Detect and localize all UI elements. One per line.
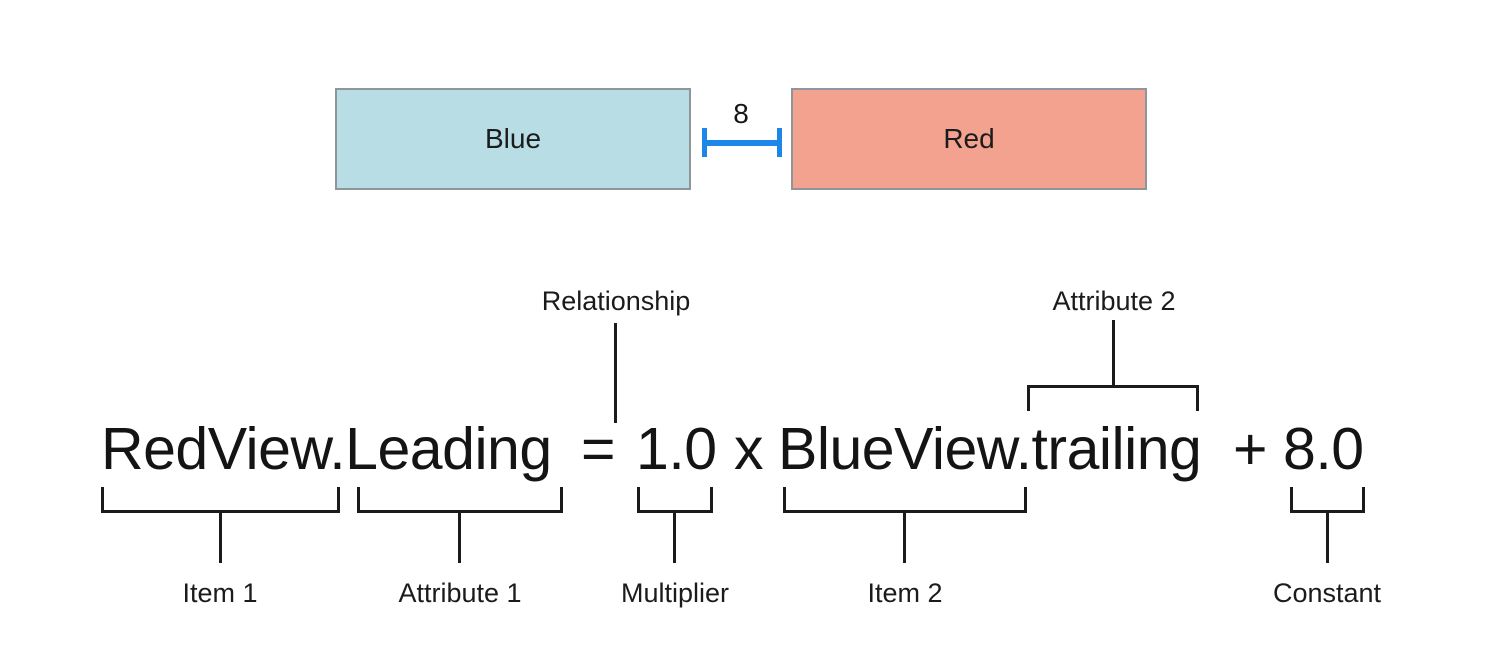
item1-bracket-stem — [219, 511, 222, 563]
constant-label: Constant — [1272, 578, 1382, 608]
equation-relationship: = — [581, 416, 615, 482]
relationship-connector-line — [614, 323, 617, 423]
blue-view-label: Blue — [484, 123, 542, 154]
attribute1-label: Attribute 1 — [398, 578, 522, 608]
multiplier-bracket — [637, 487, 713, 513]
equation-multiplier: 1.0 — [636, 416, 717, 482]
item2-label: Item 2 — [867, 578, 943, 608]
equation-constant: 8.0 — [1283, 416, 1364, 482]
equation-item2-attribute2: BlueView.trailing — [778, 416, 1202, 482]
item2-bracket — [783, 487, 1027, 513]
equation-plus-operator: + — [1233, 416, 1267, 482]
item2-bracket-stem — [903, 511, 906, 563]
item1-bracket — [101, 487, 340, 513]
multiplier-bracket-stem — [673, 511, 676, 563]
attribute2-bracket — [1027, 385, 1199, 411]
red-view-label: Red — [943, 123, 995, 154]
spacing-ibeam-icon — [702, 128, 782, 157]
equation-item1-attribute1: RedView.Leading — [101, 416, 552, 482]
spacing-value: 8 — [733, 98, 749, 129]
attribute1-bracket — [357, 487, 563, 513]
relationship-label: Relationship — [541, 286, 691, 316]
constant-bracket — [1290, 487, 1365, 513]
item1-label: Item 1 — [182, 578, 258, 608]
ibeam-bar — [704, 140, 780, 146]
constant-bracket-stem — [1326, 511, 1329, 563]
ibeam-right-cap — [777, 128, 782, 157]
red-view-box: Red — [791, 88, 1147, 190]
blue-view-box: Blue — [335, 88, 691, 190]
attribute1-bracket-stem — [458, 511, 461, 563]
multiplier-label: Multiplier — [620, 578, 730, 608]
attribute2-connector-line — [1112, 320, 1115, 386]
attribute2-label: Attribute 2 — [1052, 286, 1176, 316]
equation-times-operator: x — [734, 416, 764, 482]
